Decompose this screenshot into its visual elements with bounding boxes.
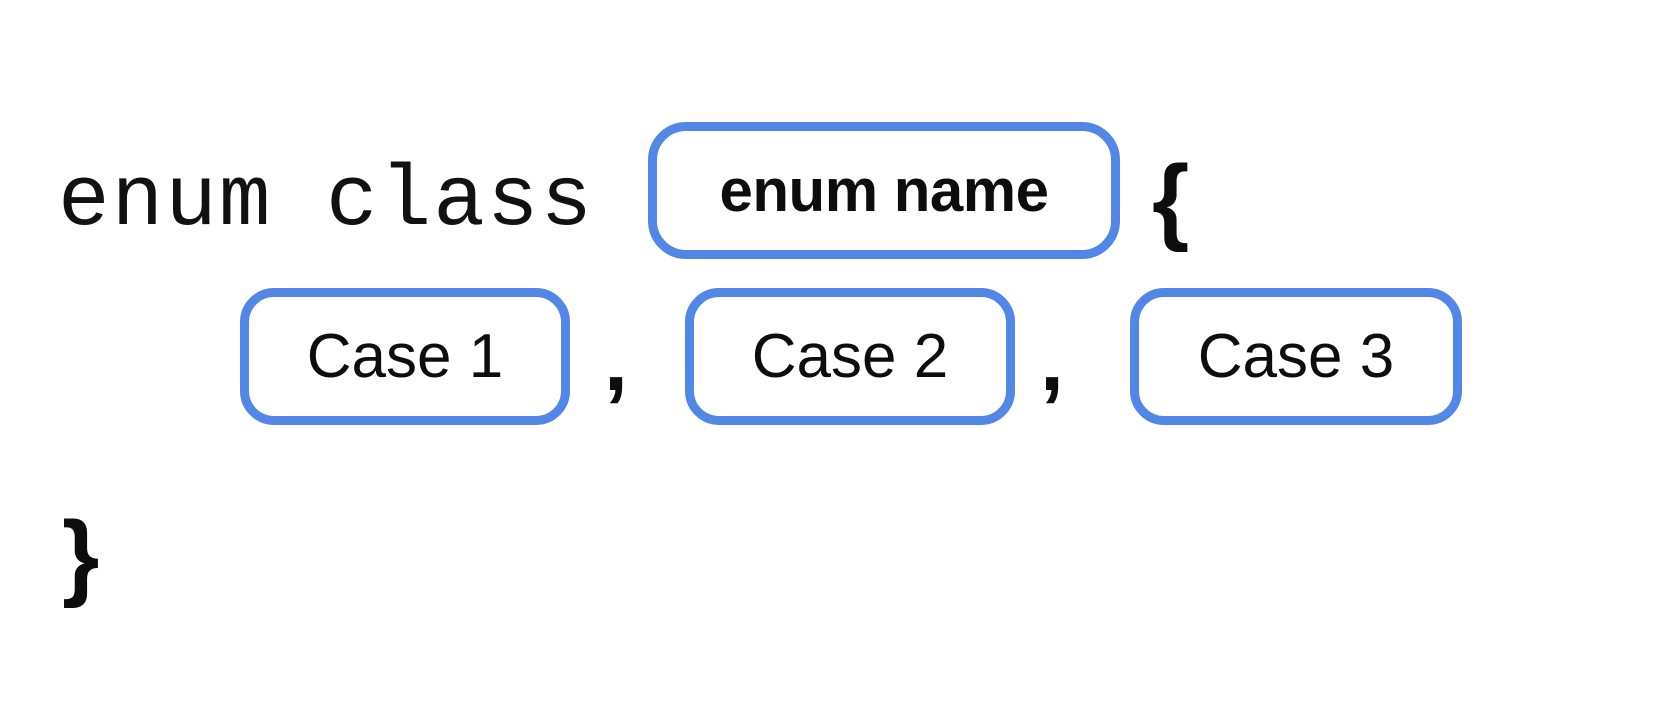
slot-case-3[interactable]: Case 3	[1130, 288, 1462, 425]
separator-comma-1: ,	[604, 313, 628, 409]
slot-case-1-label: Case 1	[306, 321, 504, 391]
slot-enum-name-label: enum name	[719, 156, 1049, 224]
slot-case-1[interactable]: Case 1	[240, 288, 570, 425]
separator-comma-2: ,	[1040, 313, 1064, 409]
slot-case-3-label: Case 3	[1197, 321, 1395, 391]
brace-close-glyph: }	[62, 502, 100, 609]
slot-enum-name[interactable]: enum name	[648, 122, 1120, 259]
brace-open-glyph: {	[1152, 146, 1190, 253]
slot-case-2-label: Case 2	[751, 321, 949, 391]
slot-case-2[interactable]: Case 2	[685, 288, 1015, 425]
keyword-enum-class: enum class	[58, 152, 595, 250]
